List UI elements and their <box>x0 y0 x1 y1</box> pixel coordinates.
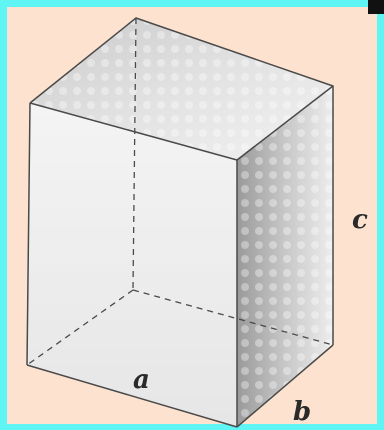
label-b: b <box>293 397 311 427</box>
label-a: a <box>133 365 150 395</box>
bottom-front-edge <box>26 364 238 428</box>
hidden-edges <box>26 17 334 366</box>
front-face <box>27 103 237 427</box>
top-face-texture <box>30 18 333 160</box>
corner-mark <box>368 0 384 14</box>
bottom-side-edge <box>236 344 334 428</box>
label-c: c <box>352 205 368 235</box>
front-left-edge <box>26 102 31 366</box>
hidden-edge-vertical <box>132 17 137 291</box>
hidden-edge-back <box>132 289 334 346</box>
visible-edges <box>26 17 334 428</box>
side-face-texture <box>237 86 333 427</box>
